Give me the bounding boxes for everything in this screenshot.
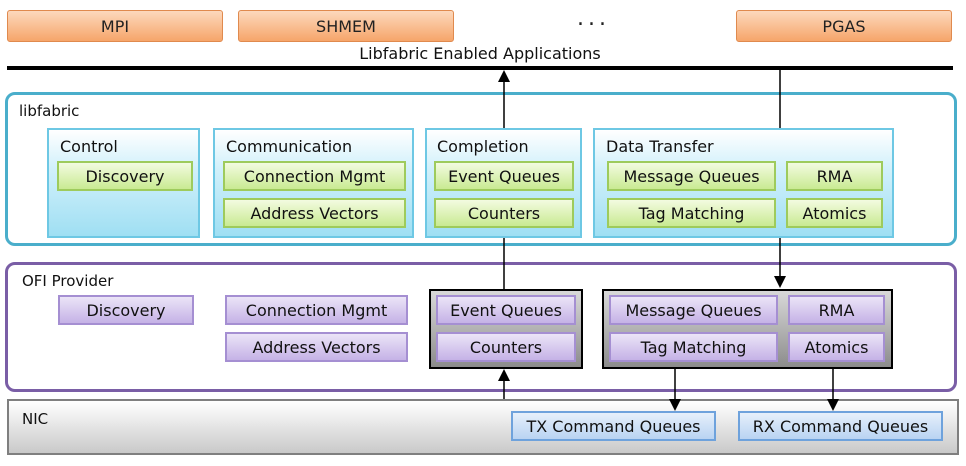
app-mpi: MPI — [7, 10, 223, 42]
provider-address-vectors: Address Vectors — [225, 332, 408, 362]
address-vectors: Address Vectors — [223, 198, 406, 228]
provider-layer — [5, 262, 957, 392]
atomics: Atomics — [786, 198, 883, 228]
app-shmem: SHMEM — [238, 10, 454, 42]
provider-event-queues: Event Queues — [436, 295, 576, 325]
provider-connection-mgmt: Connection Mgmt — [225, 295, 408, 325]
provider-tag-matching: Tag Matching — [609, 332, 778, 362]
communication-title: Communication — [226, 137, 353, 156]
provider-message-queues: Message Queues — [609, 295, 778, 325]
tx-command-queues: TX Command Queues — [511, 411, 716, 441]
control-title: Control — [60, 137, 118, 156]
nic-label: NIC — [22, 410, 49, 428]
event-queues: Event Queues — [434, 161, 574, 191]
libfabric-layer — [5, 92, 957, 246]
applications-bar — [7, 66, 953, 70]
provider-counters: Counters — [436, 332, 576, 362]
control-discovery: Discovery — [57, 161, 193, 191]
rma: RMA — [786, 161, 883, 191]
libfabric-label: libfabric — [19, 102, 80, 120]
app-pgas: PGAS — [736, 10, 952, 42]
apps-ellipsis: ... — [577, 6, 610, 31]
tag-matching: Tag Matching — [607, 198, 776, 228]
data-transfer-title: Data Transfer — [606, 137, 714, 156]
provider-discovery: Discovery — [58, 295, 194, 325]
message-queues: Message Queues — [607, 161, 776, 191]
rx-command-queues: RX Command Queues — [738, 411, 943, 441]
provider-label: OFI Provider — [22, 272, 114, 290]
applications-label: Libfabric Enabled Applications — [359, 44, 601, 63]
completion-title: Completion — [437, 137, 529, 156]
counters: Counters — [434, 198, 574, 228]
provider-atomics: Atomics — [788, 332, 885, 362]
provider-rma: RMA — [788, 295, 885, 325]
connection-mgmt: Connection Mgmt — [223, 161, 406, 191]
